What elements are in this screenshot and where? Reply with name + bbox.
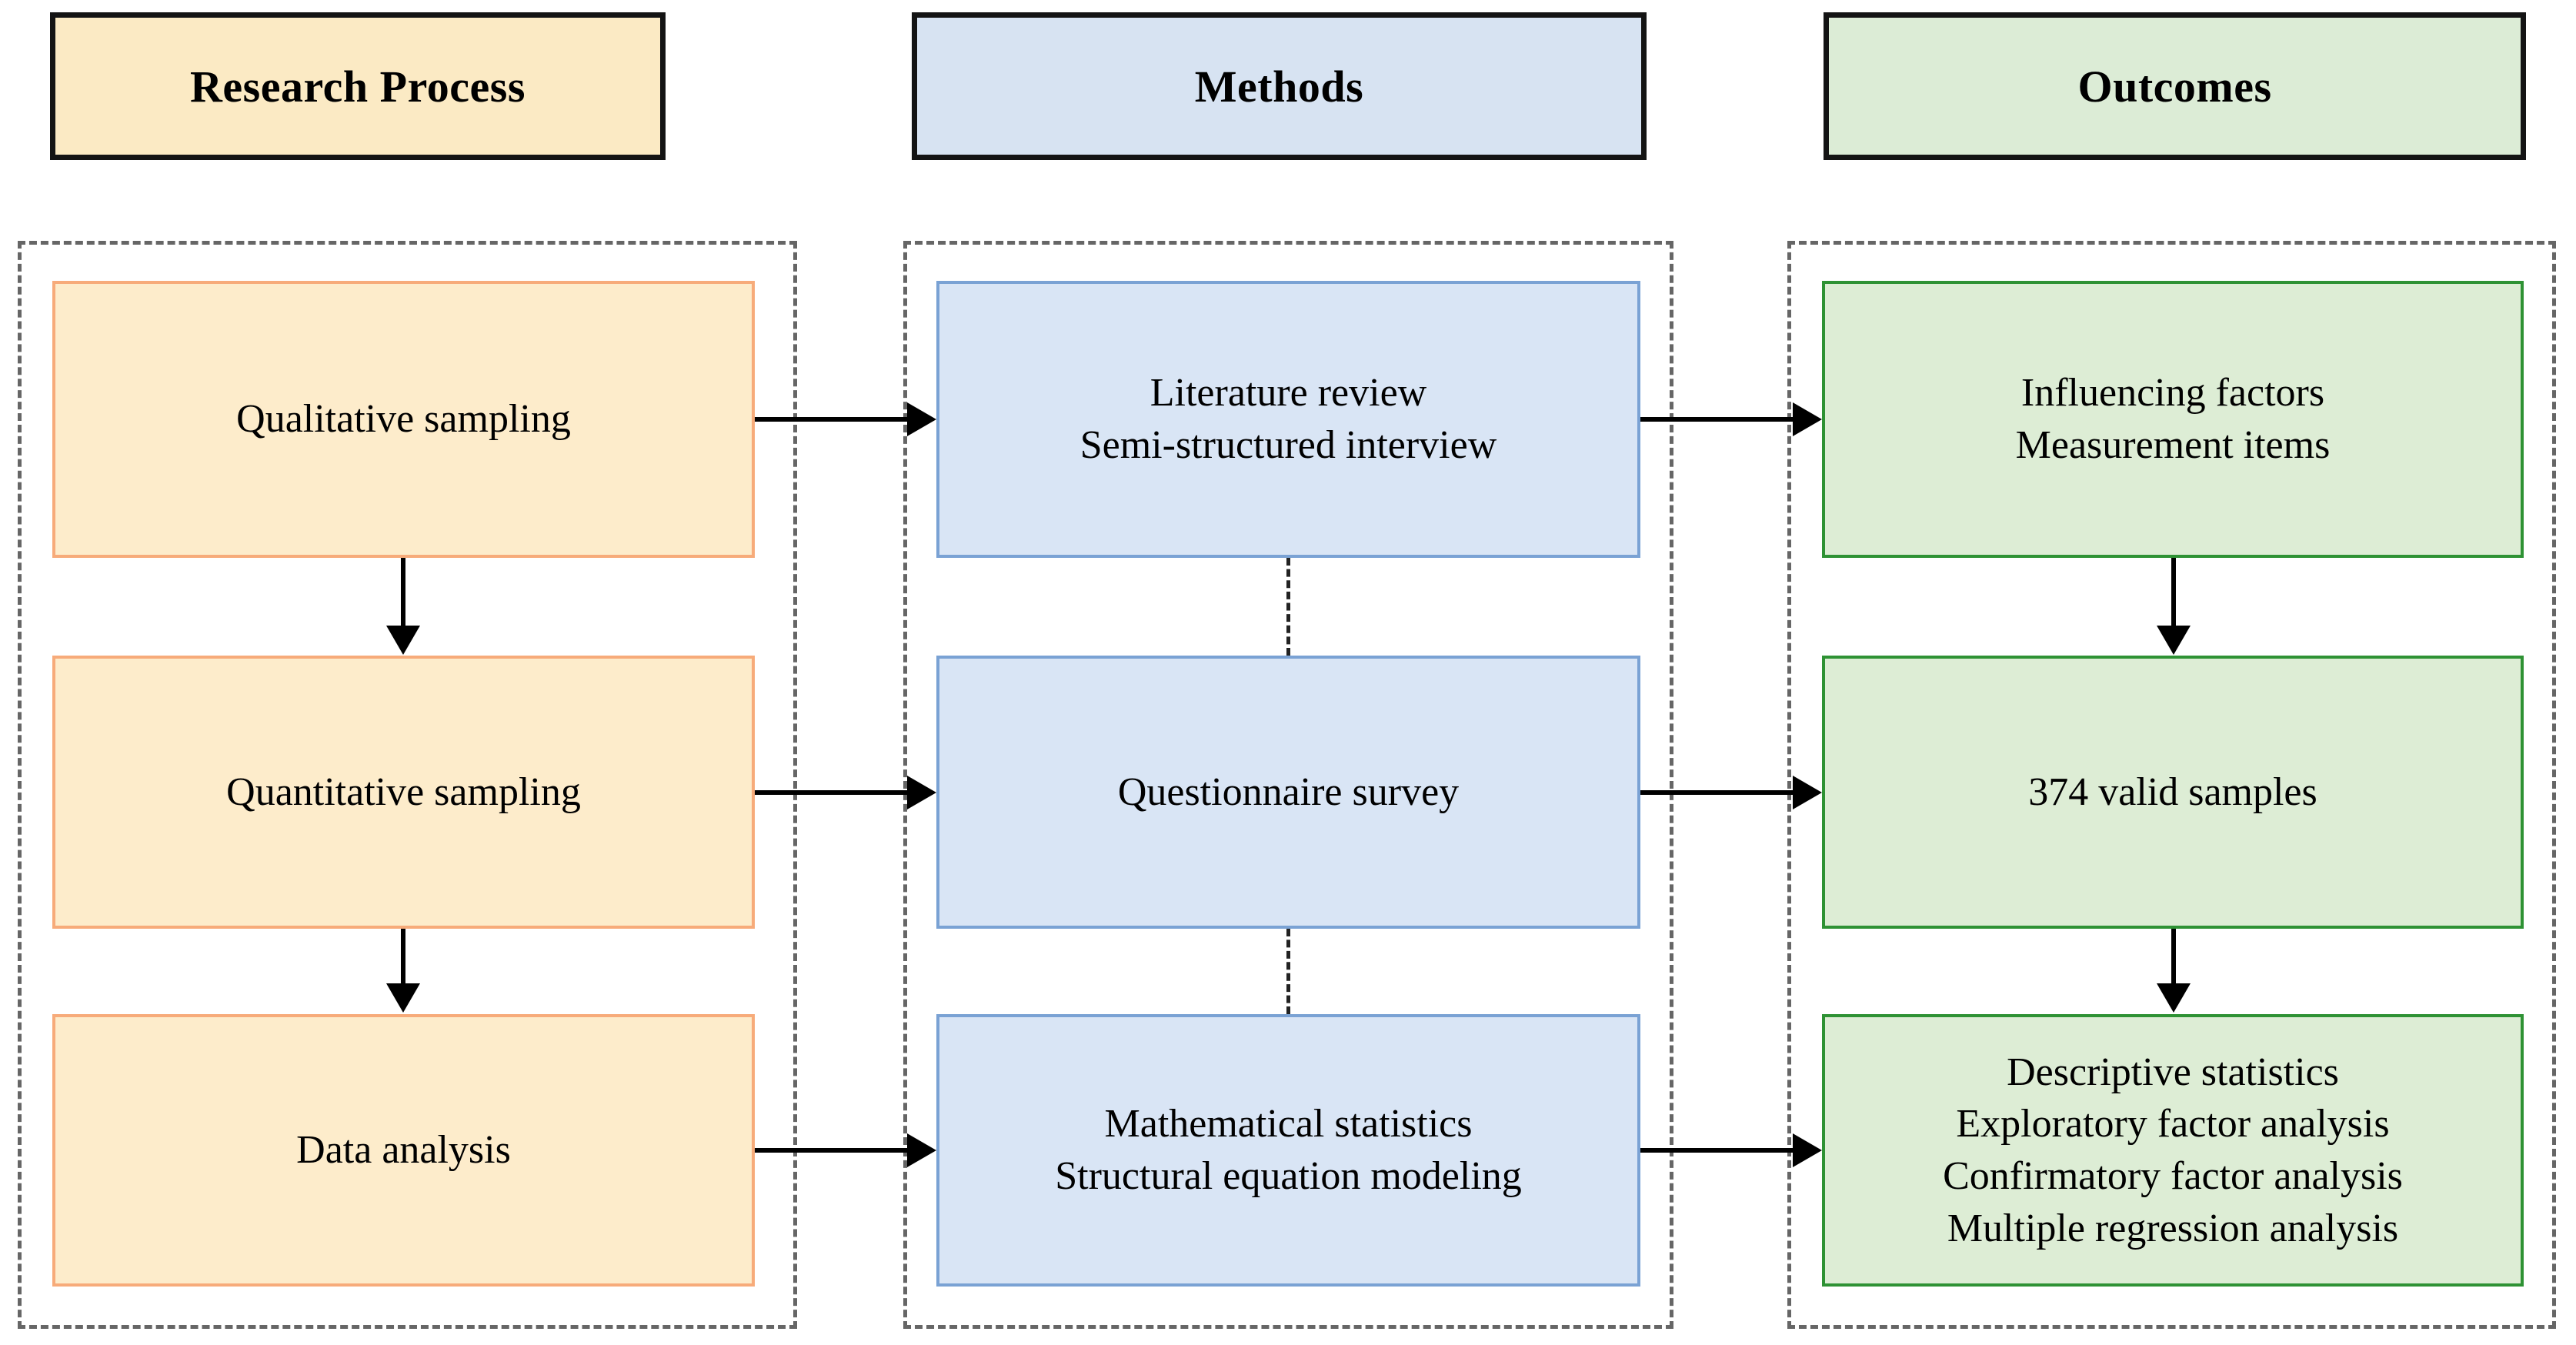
arrow-head-valid-samples-to-analyses	[2157, 983, 2191, 1013]
node-qualitative-sampling: Qualitative sampling	[52, 281, 755, 558]
dashed-link-literature-to-questionnaire	[1286, 558, 1290, 656]
arrow-line-qualitative-to-literature	[755, 417, 909, 422]
dashed-link-questionnaire-to-math-stats	[1286, 929, 1290, 1014]
arrow-line-questionnaire-to-valid-samples	[1640, 790, 1794, 795]
node-line: Semi-structured interview	[1079, 423, 1497, 467]
arrow-head-literature-to-influencing-factors	[1793, 402, 1822, 436]
node-line: Multiple regression analysis	[1947, 1206, 2399, 1250]
node-line: Confirmatory factor analysis	[1943, 1154, 2403, 1198]
arrow-head-math-stats-to-analyses	[1793, 1133, 1822, 1167]
node-line: Descriptive statistics	[2007, 1050, 2339, 1094]
node-line: Qualitative sampling	[236, 397, 571, 442]
arrow-head-questionnaire-to-valid-samples	[1793, 776, 1822, 809]
header-research-process: Research Process	[50, 12, 666, 160]
arrow-line-quantitative-to-questionnaire	[755, 790, 909, 795]
header-label-outcomes: Outcomes	[2077, 61, 2272, 112]
arrow-line-qualitative-to-quantitative	[401, 558, 405, 627]
node-statistical-analyses: Descriptive statistics Exploratory facto…	[1822, 1014, 2524, 1287]
node-line: Quantitative sampling	[226, 769, 581, 814]
arrow-line-literature-to-influencing-factors	[1640, 417, 1794, 422]
node-questionnaire-survey: Questionnaire survey	[936, 656, 1640, 929]
node-influencing-factors: Influencing factors Measurement items	[1822, 281, 2524, 558]
node-valid-samples: 374 valid samples	[1822, 656, 2524, 929]
arrow-head-data-analysis-to-math-stats	[907, 1133, 936, 1167]
node-line: Data analysis	[296, 1128, 511, 1173]
arrow-line-data-analysis-to-math-stats	[755, 1148, 909, 1153]
node-mathematical-statistics: Mathematical statistics Structural equat…	[936, 1014, 1640, 1287]
arrow-head-quantitative-to-data-analysis	[386, 983, 420, 1013]
node-data-analysis: Data analysis	[52, 1014, 755, 1287]
arrow-line-math-stats-to-analyses	[1640, 1148, 1794, 1153]
arrow-line-valid-samples-to-analyses	[2171, 929, 2176, 985]
container-outcomes	[1787, 241, 2556, 1329]
arrow-line-factors-to-valid-samples	[2171, 558, 2176, 627]
node-line: Structural equation modeling	[1055, 1154, 1522, 1198]
arrow-head-qualitative-to-literature	[907, 402, 936, 436]
node-line: Mathematical statistics	[1104, 1102, 1473, 1146]
node-line: 374 valid samples	[2028, 769, 2317, 814]
arrow-head-qualitative-to-quantitative	[386, 626, 420, 655]
container-methods	[903, 241, 1673, 1329]
arrow-head-factors-to-valid-samples	[2157, 626, 2191, 655]
node-line: Measurement items	[2015, 423, 2331, 467]
node-line: Questionnaire survey	[1117, 769, 1460, 814]
container-research-process	[18, 241, 797, 1329]
arrow-line-quantitative-to-data-analysis	[401, 929, 405, 985]
node-literature-review: Literature review Semi-structured interv…	[936, 281, 1640, 558]
node-line: Exploratory factor analysis	[1956, 1102, 2390, 1146]
node-quantitative-sampling: Quantitative sampling	[52, 656, 755, 929]
node-line: Influencing factors	[2020, 371, 2325, 416]
header-label-methods: Methods	[1194, 61, 1364, 112]
header-label-research-process: Research Process	[190, 61, 526, 112]
node-line: Literature review	[1150, 371, 1427, 416]
header-methods: Methods	[912, 12, 1647, 160]
header-outcomes: Outcomes	[1824, 12, 2526, 160]
arrow-head-quantitative-to-questionnaire	[907, 776, 936, 809]
